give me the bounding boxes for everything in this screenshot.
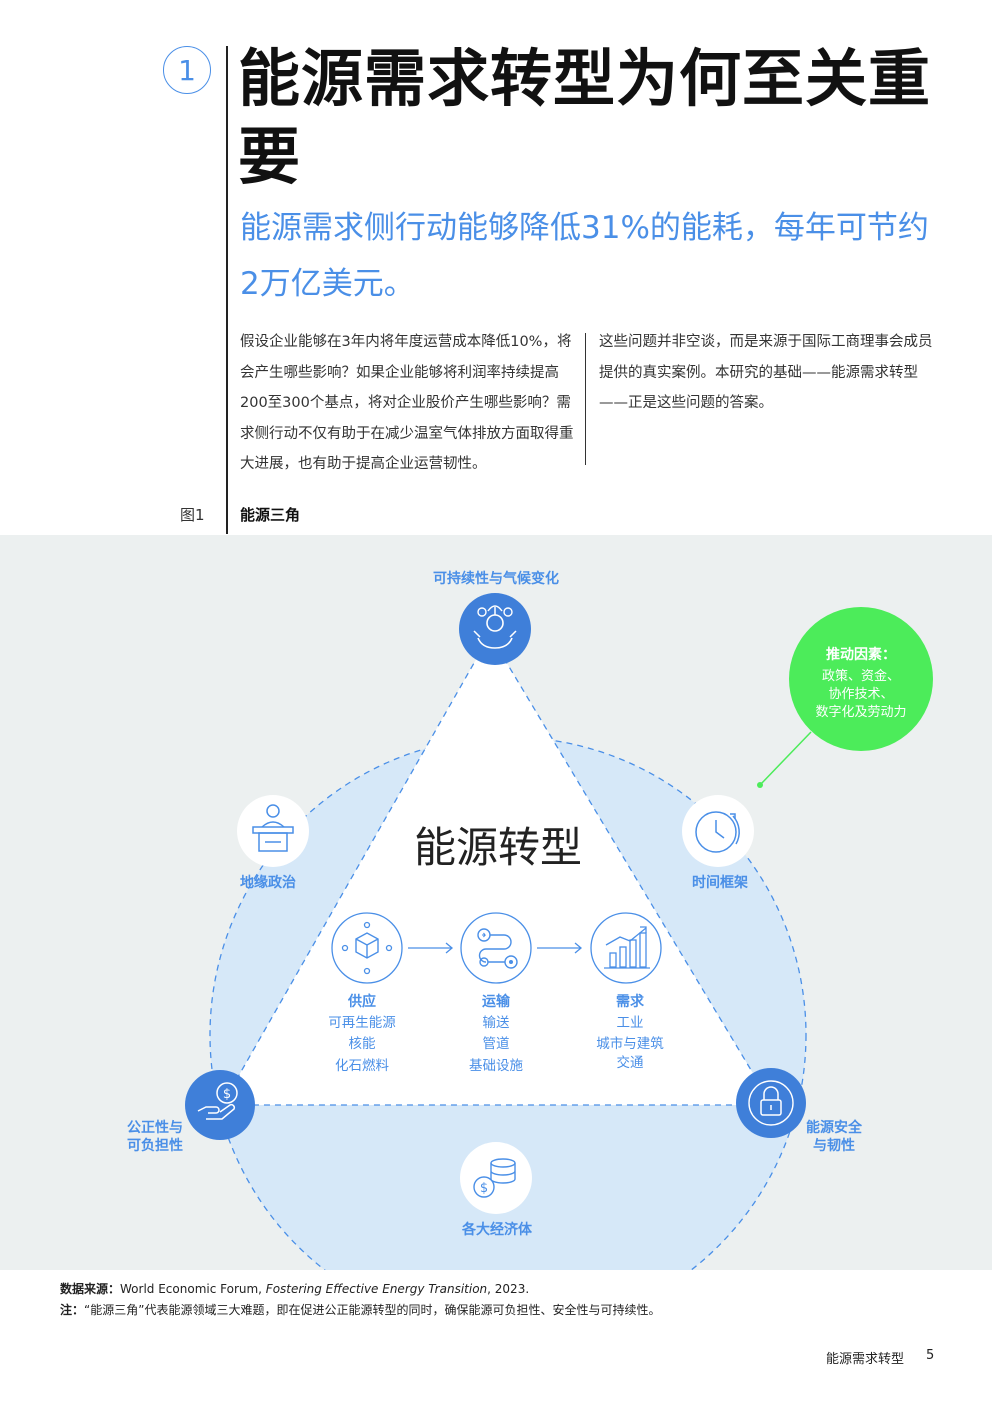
chapter-title: 能源需求转型为何至关重要 bbox=[238, 42, 932, 193]
footnote: 注：“能源三角”代表能源领域三大难题，即在促进公正能源转型的同时，确保能源可负担… bbox=[60, 1301, 940, 1318]
drivers-connector-dot bbox=[757, 782, 763, 788]
drivers-line-3: 数字化及劳动力 bbox=[815, 704, 906, 720]
node-left-upper-label: 地缘政治 bbox=[240, 874, 296, 891]
coins-icon: $ bbox=[460, 1142, 532, 1214]
chain-demand-item-3: 交通 bbox=[617, 1054, 645, 1071]
plant-hands-icon bbox=[459, 593, 531, 665]
chapter-subtitle: 能源需求侧行动能够降低31%的能耗，每年可节约2万亿美元。 bbox=[240, 210, 929, 302]
clock-icon bbox=[682, 795, 754, 867]
node-bottom-label: 各大经济体 bbox=[461, 1221, 533, 1238]
lock-icon bbox=[736, 1068, 806, 1138]
chain-demand-title: 需求 bbox=[616, 993, 645, 1010]
chain-supply-item-1: 可再生能源 bbox=[328, 1015, 396, 1031]
chain-transport-item-1: 输送 bbox=[483, 1015, 510, 1031]
chain-demand-item-1: 工业 bbox=[617, 1015, 644, 1031]
svg-text:$: $ bbox=[223, 1087, 231, 1102]
node-top-label: 可持续性与气候变化 bbox=[433, 570, 559, 587]
note-label: 注： bbox=[60, 1303, 85, 1317]
bar-chart-icon bbox=[590, 912, 662, 984]
drivers-title: 推动因素： bbox=[826, 646, 896, 663]
node-bottom-right-label-2: 与韧性 bbox=[813, 1137, 855, 1154]
chain-demand-item-2: 城市与建筑 bbox=[596, 1035, 664, 1052]
source-note: 数据来源：World Economic Forum, Fostering Eff… bbox=[60, 1280, 940, 1297]
column-divider bbox=[585, 333, 586, 465]
page-number: 5 bbox=[926, 1348, 935, 1363]
drivers-line-2: 协作技术、 bbox=[828, 687, 893, 702]
drivers-circle bbox=[789, 607, 933, 751]
chain-supply-item-3: 化石燃料 bbox=[335, 1057, 389, 1074]
node-bottom-left-label-2: 可负担性 bbox=[127, 1137, 183, 1154]
body-paragraph-2: 这些问题并非空谈，而是来源于国际工商理事会成员提供的真实案例。本研究的基础——能… bbox=[599, 334, 933, 411]
chain-supply-title: 供应 bbox=[347, 993, 376, 1010]
podium-icon bbox=[237, 795, 309, 867]
drivers-connector bbox=[759, 731, 812, 786]
chain-arrow-2 bbox=[537, 942, 583, 954]
source-year: , 2023. bbox=[487, 1282, 530, 1296]
note-text: “能源三角”代表能源领域三大难题，即在促进公正能源转型的同时，确保能源可负担性、… bbox=[84, 1303, 661, 1317]
chain-transport-title: 运输 bbox=[482, 993, 511, 1010]
chapter-number: 1 bbox=[163, 46, 211, 94]
center-title: 能源转型 bbox=[414, 823, 582, 872]
inner-triangle bbox=[220, 633, 774, 1106]
chain-arrow-1 bbox=[408, 942, 454, 954]
chain-supply-item-2: 核能 bbox=[349, 1036, 376, 1052]
chapter-vertical-rule bbox=[226, 46, 228, 534]
node-right-upper-label: 时间框架 bbox=[692, 874, 748, 891]
body-paragraph-1: 假设企业能够在3年内将年度运营成本降低10%，将会产生哪些影响？如果企业能够将利… bbox=[240, 334, 574, 472]
drivers-line-1: 政策、资金、 bbox=[822, 668, 900, 684]
box-network-icon bbox=[331, 912, 403, 984]
chain-transport-item-3: 基础设施 bbox=[469, 1057, 523, 1074]
node-bottom-right-label-1: 能源安全 bbox=[806, 1119, 863, 1136]
energy-triangle-diagram: 推动因素： 政策、资金、 协作技术、 数字化及劳动力 可持续性与气候变化 地缘政… bbox=[127, 570, 933, 1270]
svg-text:$: $ bbox=[480, 1181, 488, 1196]
source-title: Fostering Effective Energy Transition bbox=[265, 1282, 488, 1296]
node-bottom-left-label-1: 公正性与 bbox=[127, 1119, 183, 1136]
figure-title: 能源三角 bbox=[240, 506, 301, 524]
footer-title: 能源需求转型 bbox=[826, 1352, 905, 1367]
chain-transport-item-2: 管道 bbox=[483, 1036, 510, 1052]
route-icon bbox=[460, 912, 532, 984]
source-label: 数据来源： bbox=[60, 1282, 121, 1296]
figure-label: 图1 bbox=[180, 506, 205, 524]
coin-hand-icon: $ bbox=[185, 1070, 255, 1140]
source-text: World Economic Forum, bbox=[120, 1282, 266, 1296]
